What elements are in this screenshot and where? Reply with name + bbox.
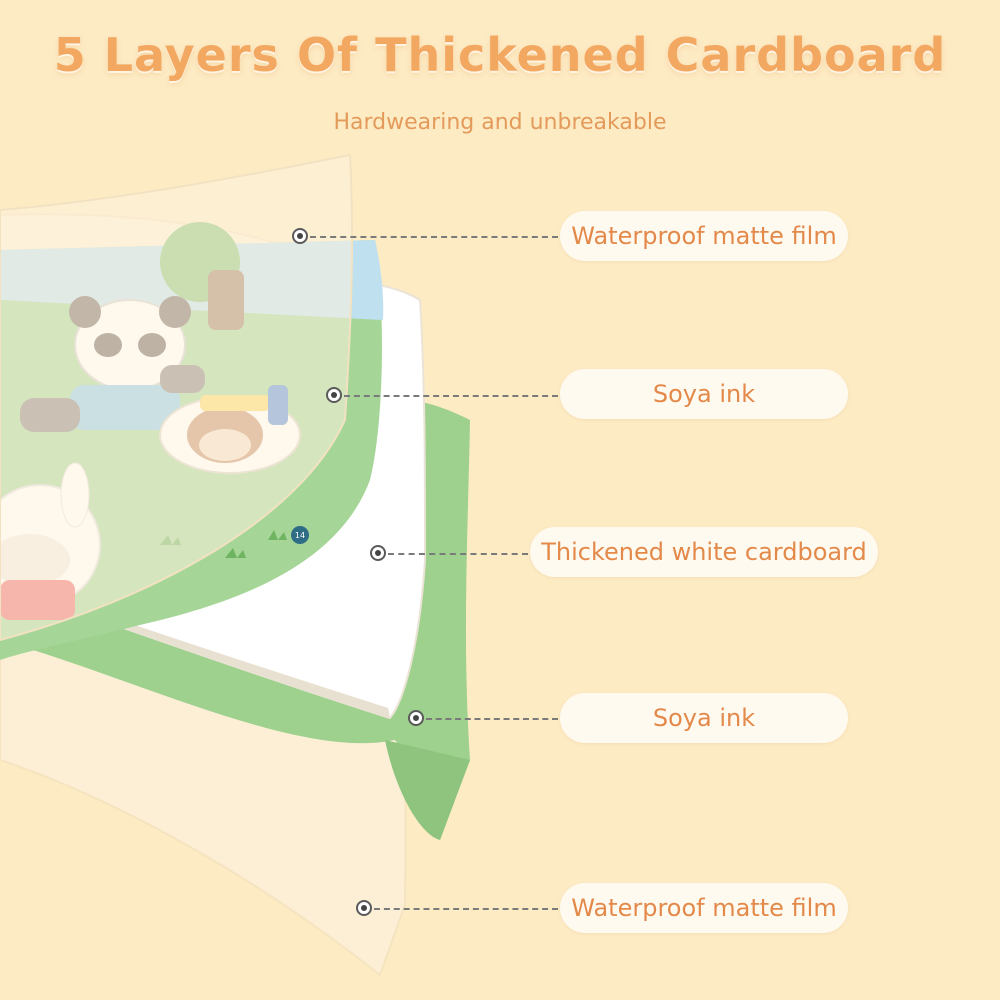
layer-label-4-text: Soya ink — [652, 704, 756, 732]
leader-line-2 — [344, 395, 558, 397]
leader-line-1 — [310, 236, 558, 238]
marker-dot-3 — [370, 545, 386, 561]
layer-label-3: Thickened white cardboard — [530, 527, 878, 577]
page-title: 5 Layers Of Thickened Cardboard — [53, 28, 947, 82]
top-film-layer — [0, 153, 354, 642]
layer-label-3-text: Thickened white cardboard — [541, 538, 867, 566]
marker-dot-1 — [292, 228, 308, 244]
layer-label-2-text: Soya ink — [652, 380, 756, 408]
layer-label-1-text: Waterproof matte film — [571, 222, 837, 250]
page-number-text: 14 — [295, 531, 305, 540]
marker-dot-5 — [356, 900, 372, 916]
page-subtitle: Hardwearing and unbreakable — [333, 110, 667, 135]
leader-line-3 — [388, 553, 528, 555]
layer-label-5-text: Waterproof matte film — [571, 894, 837, 922]
leader-line-4 — [426, 718, 558, 720]
page-number-badge — [291, 526, 309, 544]
leader-line-5 — [374, 908, 558, 910]
marker-dot-4 — [408, 710, 424, 726]
layer-label-4: Soya ink — [560, 693, 848, 743]
layer-label-5: Waterproof matte film — [560, 883, 848, 933]
layer-label-2: Soya ink — [560, 369, 848, 419]
marker-dot-2 — [326, 387, 342, 403]
layer-label-1: Waterproof matte film — [560, 211, 848, 261]
